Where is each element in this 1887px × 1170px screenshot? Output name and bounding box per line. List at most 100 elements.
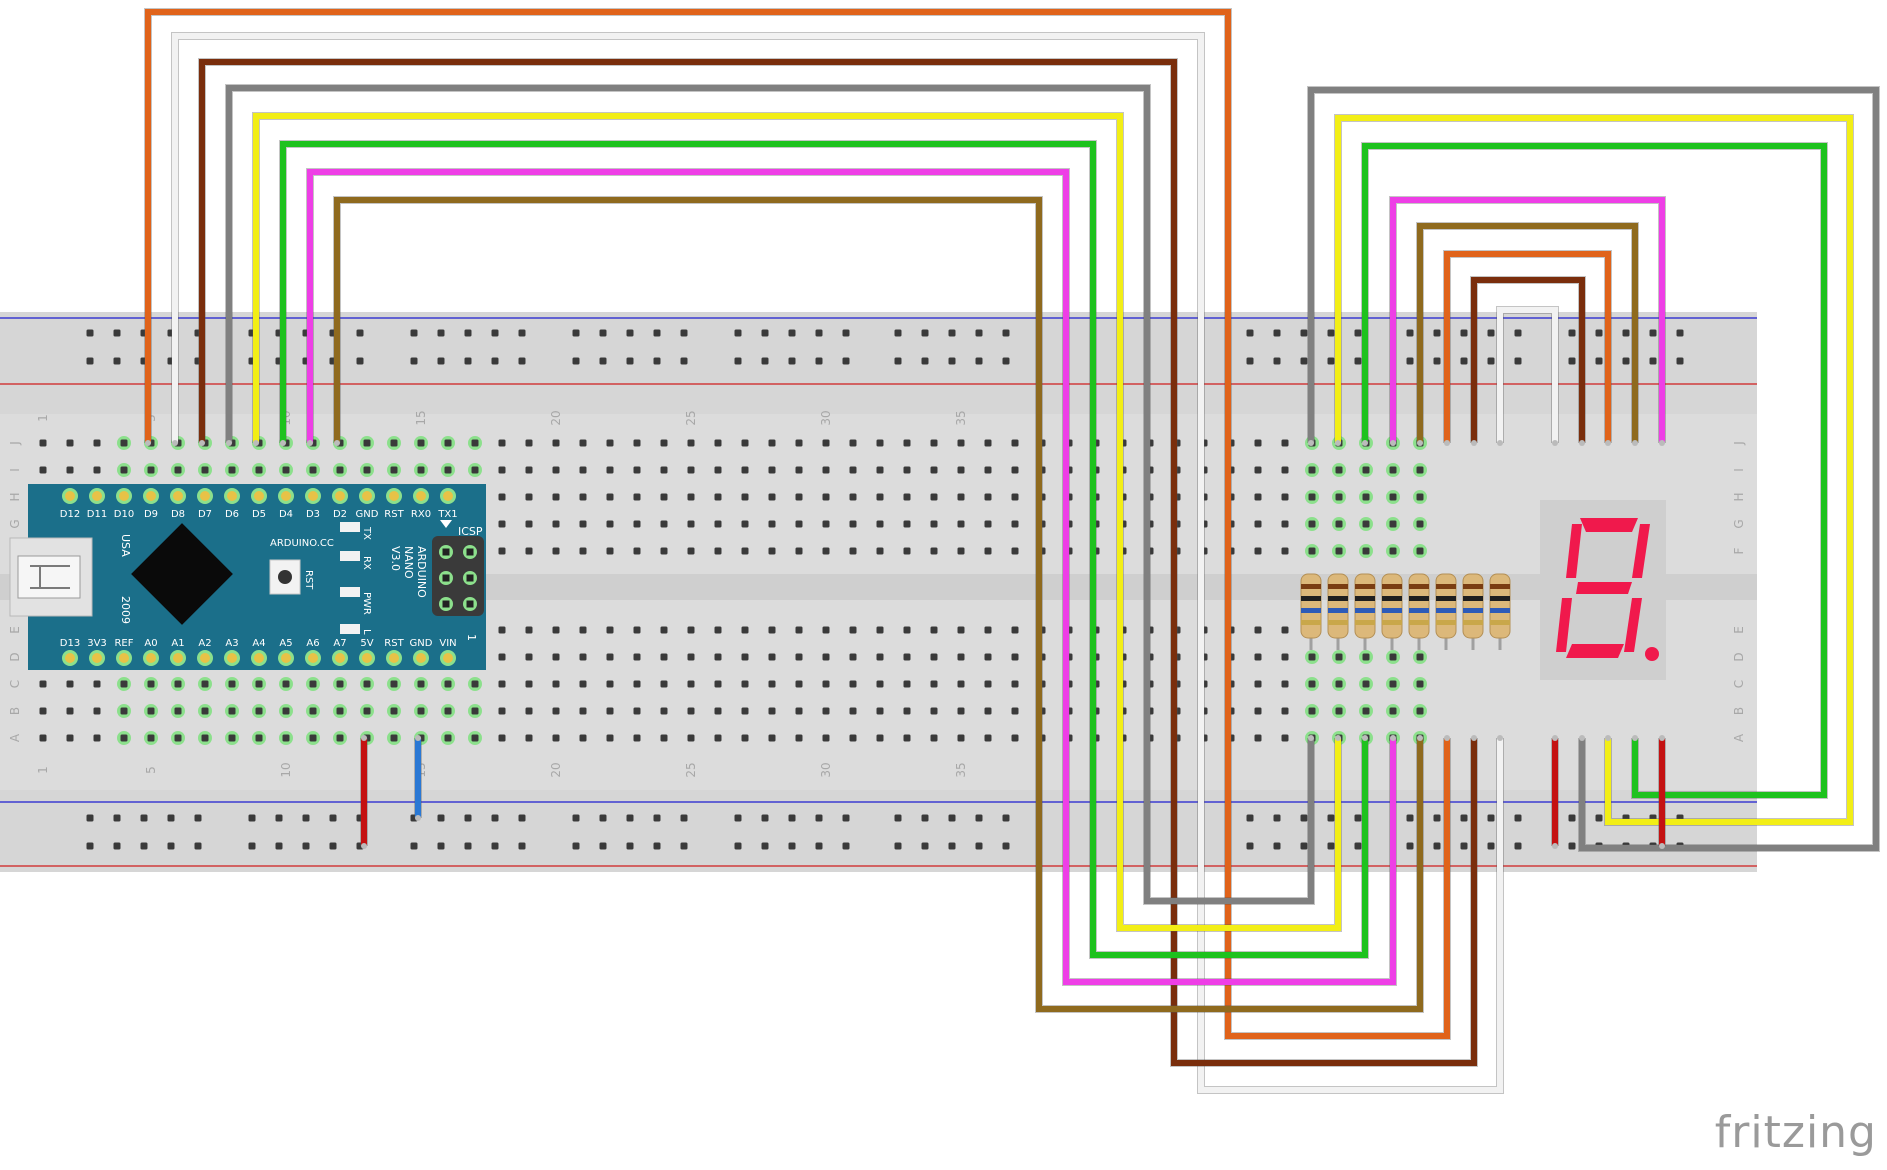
wire-orange-d9 (145, 9, 1450, 1039)
rail-hole (437, 329, 445, 337)
pin-hole (254, 653, 264, 663)
rail-hole (788, 814, 796, 822)
hole (282, 707, 290, 715)
hole (822, 439, 830, 447)
rail-hole (1460, 842, 1468, 850)
hole (1308, 466, 1316, 474)
hole (444, 439, 452, 447)
hole (147, 466, 155, 474)
hole (282, 680, 290, 688)
pin-label-top: D7 (198, 509, 212, 520)
rail-hole (975, 329, 983, 337)
hole (660, 439, 668, 447)
rail-hole (437, 842, 445, 850)
hole (1362, 493, 1370, 501)
pin-hole (173, 491, 183, 501)
model-label: ARDUINO (415, 546, 428, 598)
icsp-pin (442, 574, 450, 582)
hole (876, 707, 884, 715)
hole (1389, 653, 1397, 661)
rail-hole (599, 814, 607, 822)
rail-hole (842, 842, 850, 850)
hole (1308, 547, 1316, 555)
pin-label-top: RST (384, 509, 404, 520)
hole (1011, 734, 1019, 742)
row-letter-right: E (1732, 626, 1746, 634)
pin-label-bottom: A0 (144, 638, 157, 649)
hole (1416, 707, 1424, 715)
hole (714, 707, 722, 715)
hole (876, 520, 884, 528)
hole (1011, 680, 1019, 688)
hole (201, 734, 209, 742)
hole (1011, 439, 1019, 447)
hole (363, 439, 371, 447)
rail-hole (1406, 842, 1414, 850)
rail-hole (491, 329, 499, 337)
rail-hole (815, 357, 823, 365)
hole (903, 520, 911, 528)
hole (579, 680, 587, 688)
hole (957, 493, 965, 501)
hole (1389, 707, 1397, 715)
resistor-band (1355, 608, 1375, 613)
row-letter-right: F (1732, 547, 1746, 554)
hole (120, 707, 128, 715)
hole (687, 520, 695, 528)
rail-hole (894, 357, 902, 365)
hole (660, 653, 668, 661)
hole (633, 653, 641, 661)
rail-hole (734, 329, 742, 337)
hole (174, 734, 182, 742)
rail-hole (1354, 329, 1362, 337)
hole (849, 707, 857, 715)
rail-hole (1433, 357, 1441, 365)
hole (849, 520, 857, 528)
hole (633, 547, 641, 555)
column-number-top: 1 (36, 414, 50, 422)
hole (633, 626, 641, 634)
hole (417, 680, 425, 688)
hole (795, 734, 803, 742)
display-segment (1576, 582, 1632, 594)
hole (957, 680, 965, 688)
hole (768, 653, 776, 661)
hole (309, 734, 317, 742)
pin-label-bottom: A1 (171, 638, 184, 649)
rail-hole (761, 329, 769, 337)
hole (1254, 520, 1262, 528)
pin-hole (65, 653, 75, 663)
icsp-pin (466, 574, 474, 582)
hole (849, 493, 857, 501)
wire-gray-right-end (1308, 440, 1314, 446)
hole (795, 439, 803, 447)
hole (417, 466, 425, 474)
rail-hole (975, 357, 983, 365)
wire-green-right (1362, 143, 1827, 798)
hole (687, 547, 695, 555)
hole (822, 547, 830, 555)
pin-label-top: RX0 (411, 509, 431, 520)
pin-label-bottom: RST (384, 638, 404, 649)
status-led (340, 522, 360, 532)
row-letter-left: I (8, 468, 22, 472)
hole (741, 680, 749, 688)
wire-red-display-end (1552, 843, 1558, 849)
hole (1416, 547, 1424, 555)
hole (741, 707, 749, 715)
hole (39, 466, 47, 474)
usb-port-detail (30, 565, 70, 589)
rail-hole (410, 357, 418, 365)
hole (849, 626, 857, 634)
rail-hole (437, 814, 445, 822)
hole (660, 493, 668, 501)
resistor-band (1490, 596, 1510, 601)
row-letter-left: D (8, 652, 22, 661)
status-led-label: RX (361, 556, 372, 570)
hole (1308, 493, 1316, 501)
hole (822, 520, 830, 528)
rail-hole (842, 329, 850, 337)
hole (768, 626, 776, 634)
hole (768, 547, 776, 555)
pin-label-bottom: GND (410, 638, 433, 649)
